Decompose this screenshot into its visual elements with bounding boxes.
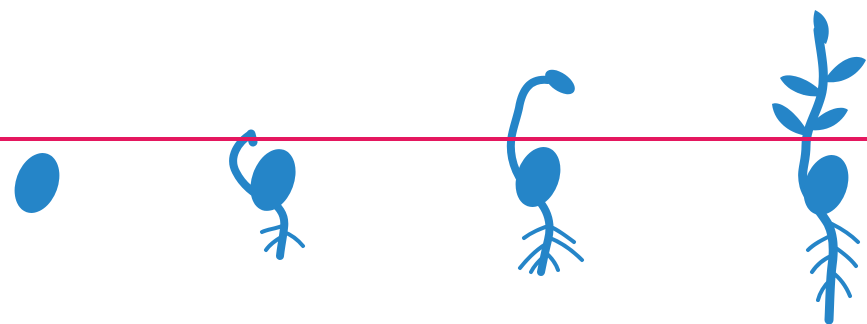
stage-young-seedling xyxy=(508,65,582,272)
leaf-left-lower xyxy=(772,103,808,136)
leaf-left-upper xyxy=(780,75,822,96)
stage-seedling-with-leaves xyxy=(772,10,866,320)
stage-germinating-seed xyxy=(233,134,304,256)
stage-seed xyxy=(7,147,68,220)
seed-body xyxy=(7,147,68,220)
seed-body xyxy=(508,141,569,214)
seed-body xyxy=(242,143,303,218)
leaf-right-upper xyxy=(826,57,866,82)
